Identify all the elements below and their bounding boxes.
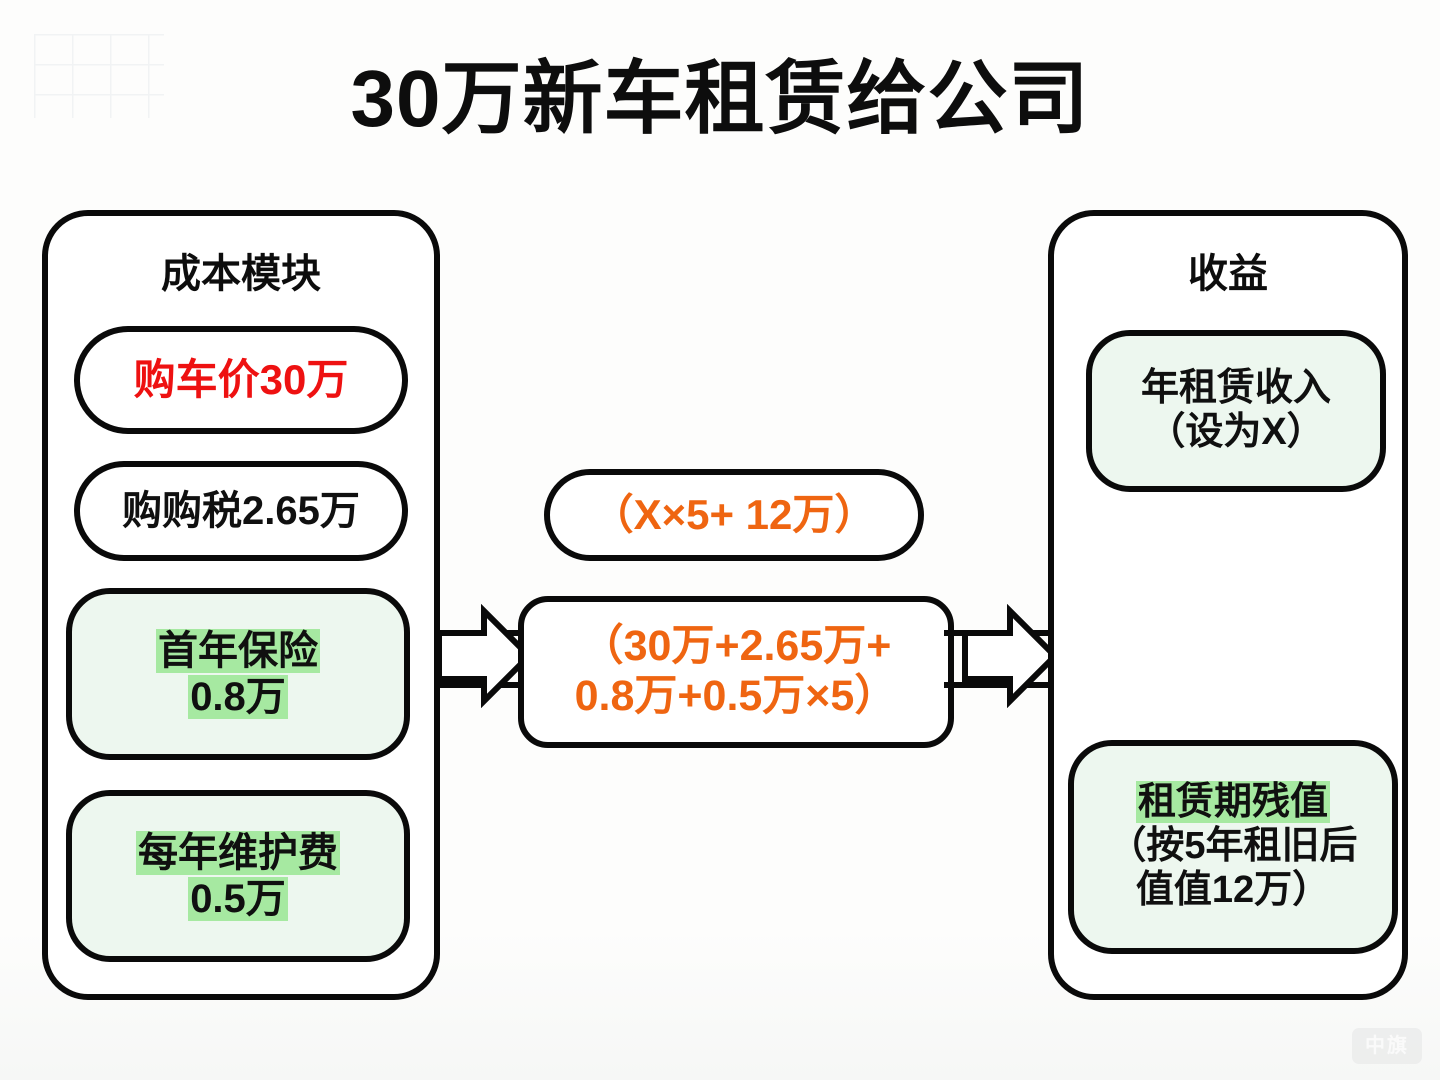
arrow-right-icon-cost-to-formula bbox=[436, 604, 532, 708]
cost-item-annual-maintenance-line-2: 0.5万 bbox=[188, 877, 288, 921]
revenue-item-residual-value-line-2: （按5年租旧后 bbox=[1108, 825, 1358, 868]
cost-item-annual-maintenance: 每年维护费 0.5万 bbox=[66, 790, 410, 962]
arrow-right-icon-formula-to-revenue bbox=[962, 604, 1058, 708]
watermark-badge: 中旗 bbox=[1352, 1028, 1422, 1064]
revenue-item-annual-rental-income: 年租赁收入 （设为X） bbox=[1086, 330, 1386, 492]
page-title: 30万新车租赁给公司 bbox=[350, 54, 1090, 143]
revenue-item-residual-value-line-3: 值值12万） bbox=[1135, 868, 1331, 911]
formula-revenue-total: （X×5+ 12万） bbox=[544, 469, 924, 561]
revenue-item-annual-rental-income-line-2: （设为X） bbox=[1147, 411, 1325, 453]
cost-item-purchase-tax-line-1: 购购税2.65万 bbox=[122, 489, 360, 533]
cost-module-heading: 成本模块 bbox=[161, 252, 321, 296]
revenue-item-residual-value: 租赁期残值 （按5年租旧后 值值12万） bbox=[1068, 740, 1398, 954]
formula-cost-total-line-2: 0.8万+0.5万×5） bbox=[574, 672, 898, 720]
cost-item-first-year-insurance-line-2: 0.8万 bbox=[188, 675, 288, 719]
revenue-item-annual-rental-income-line-1: 年租赁收入 bbox=[1140, 367, 1331, 410]
formula-cost-total: （30万+2.65万+ 0.8万+0.5万×5） bbox=[518, 596, 954, 748]
formula-cost-total-line-1: （30万+2.65万+ bbox=[580, 622, 892, 671]
cost-item-first-year-insurance: 首年保险 0.8万 bbox=[66, 588, 410, 760]
cost-item-purchase-tax: 购购税2.65万 bbox=[74, 461, 408, 561]
cost-item-first-year-insurance-line-1: 首年保险 bbox=[156, 629, 320, 673]
cost-item-purchase-price-line-1: 购车价30万 bbox=[133, 355, 349, 403]
revenue-panel-heading: 收益 bbox=[1188, 252, 1268, 296]
cost-item-purchase-price: 购车价30万 bbox=[74, 326, 408, 434]
revenue-item-residual-value-line-1: 租赁期残值 bbox=[1135, 781, 1330, 824]
cost-item-annual-maintenance-line-1: 每年维护费 bbox=[136, 831, 340, 875]
connector-revenue-lower bbox=[944, 682, 1056, 688]
formula-revenue-total-line-1: （X×5+ 12万） bbox=[591, 490, 877, 538]
